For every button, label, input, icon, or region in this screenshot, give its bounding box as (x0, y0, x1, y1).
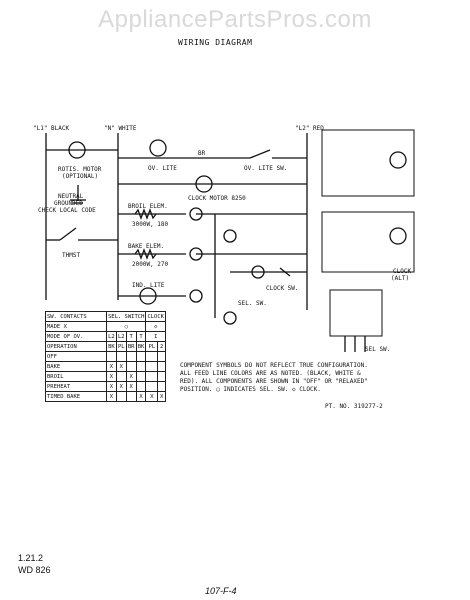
note-line-2: ALL FEED LINE COLORS ARE AS NOTED. (BLAC… (180, 370, 361, 377)
mode-bake: BAKE (45, 361, 107, 372)
oven-lite-symbol (149, 139, 167, 157)
footer-code-b: WD 826 (18, 565, 51, 575)
label-rotis: ROTIS. MOTOR (58, 166, 102, 173)
r1c3: T (125, 331, 137, 342)
label-broilw: 3000W, 180 (132, 221, 169, 228)
th-made: MADE X (45, 321, 107, 332)
part-number: PT. NO. 319277-2 (325, 403, 383, 410)
label-selsw: SEL. SW. (238, 300, 267, 307)
label-n: "N" WHITE (104, 125, 137, 132)
label-indlite: IND. LITE (132, 282, 165, 289)
label-ovlitesw: OV. LITE SW. (244, 165, 288, 172)
mode-timed-bake: TIMED BAKE (45, 391, 107, 402)
sym-circle: ◯ (105, 321, 147, 332)
r2c6: 2 (157, 341, 166, 352)
note-line-4: POSITION. ◯ INDICATES SEL. SW. ◇ CLOCK. (180, 386, 321, 393)
label-bake: BAKE ELEM. (128, 243, 165, 250)
label-clock-alt: CLOCK (393, 268, 412, 275)
mode-broil: BROIL (45, 371, 107, 382)
footer-handwritten: 107-F-4 (205, 586, 237, 596)
sym-diamond: ◇ (145, 321, 166, 332)
r2c5: PL (145, 341, 159, 352)
mode-off: OFF (45, 351, 107, 362)
label-thmst: THMST (62, 252, 81, 259)
r1c5: I (145, 331, 166, 342)
label-l2: "L2" RED (295, 125, 324, 132)
label-neutral2: GROUNDED (54, 200, 83, 207)
label-broil: BROIL ELEM. (128, 203, 168, 210)
label-neutral1: NEUTRAL (58, 193, 84, 200)
label-optional: (OPTIONAL) (62, 173, 99, 180)
label-l1: "L1" BLACK (33, 125, 70, 132)
r2c1: BK (106, 341, 117, 352)
r2c2: PL (115, 341, 127, 352)
label-neutral3: CHECK LOCAL CODE (38, 207, 96, 214)
switch-contacts-table: SW. CONTACTS SEL. SWITCH CLOCK MADE X ◯ … (45, 311, 166, 402)
r2c4: BK (135, 341, 147, 352)
r1c1: L2 (106, 331, 117, 342)
note-line-3: RED). ALL COMPONENTS ARE SHOWN IN "OFF" … (180, 378, 368, 385)
th-clock: CLOCK (145, 311, 166, 322)
r2c3: BR (125, 341, 137, 352)
label-br: BR (198, 150, 206, 157)
row1-label: MODE OF OV. (45, 331, 107, 342)
th-contacts: SW. CONTACTS (45, 311, 107, 322)
r1c2: L2 (115, 331, 127, 342)
r1c4: T (135, 331, 147, 342)
th-sel: SEL. SWITCH (105, 311, 147, 322)
label-selsw2: SEL SW. (365, 346, 391, 353)
note-line-1: COMPONENT SYMBOLS DO NOT REFLECT TRUE CO… (180, 362, 368, 369)
label-clocksw: CLOCK SW. (266, 285, 299, 292)
watermark: AppliancePartsPros.com (98, 6, 372, 33)
label-bakew: 2000W, 270 (132, 261, 169, 268)
mode-preheat: PREHEAT (45, 381, 107, 392)
row2-label: OPERATION (45, 341, 107, 352)
label-ovlite: OV. LITE (148, 165, 177, 172)
diagram-title: WIRING DIAGRAM (178, 38, 253, 47)
clock-motor-symbol (195, 175, 213, 193)
label-clock-alt2: (ALT) (391, 275, 410, 282)
footer-code-a: 1.21.2 (18, 553, 44, 563)
label-clockmotor: CLOCK MOTOR 8250 (188, 195, 246, 202)
rotis-motor-symbol (68, 141, 86, 159)
